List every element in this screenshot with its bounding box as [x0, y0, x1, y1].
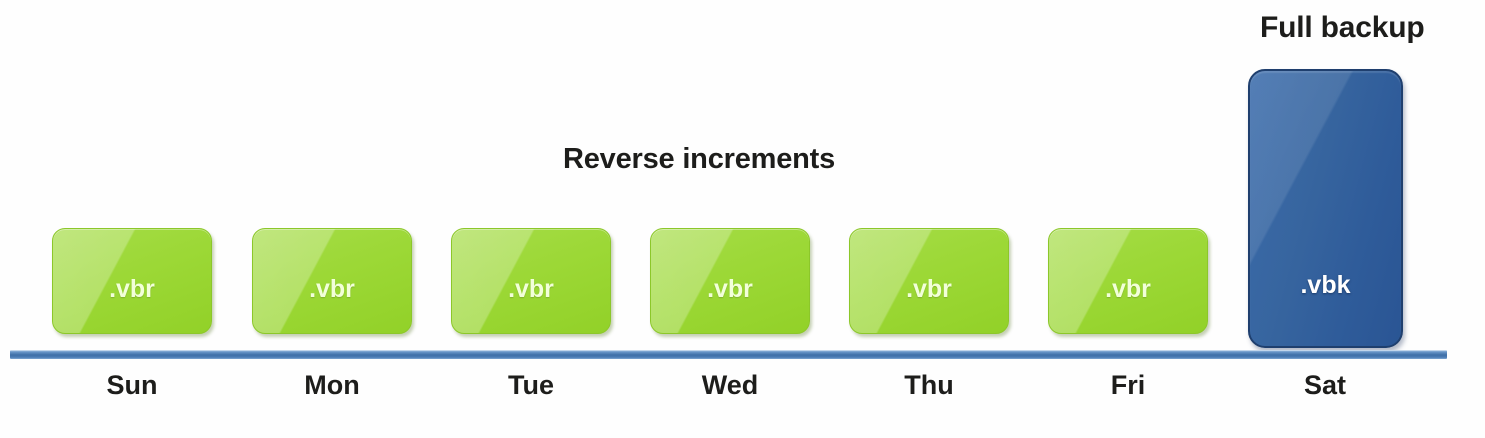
backup-file-extension-label: .vbr	[508, 275, 554, 303]
incremental-backup-block-mon[interactable]: .vbr	[252, 228, 412, 334]
backup-file-extension-label: .vbr	[906, 275, 952, 303]
full-backup-caption: Full backup	[1260, 11, 1425, 44]
reverse-increments-caption: Reverse increments	[563, 143, 836, 175]
day-label-wed: Wed	[701, 370, 759, 400]
day-label-mon: Mon	[304, 370, 360, 400]
day-label-sun: Sun	[106, 370, 158, 400]
full-backup-block-sat[interactable]: .vbk	[1248, 69, 1403, 348]
day-label-tue: Tue	[508, 370, 554, 400]
incremental-backup-block-wed[interactable]: .vbr	[650, 228, 810, 334]
backup-file-extension-label: .vbr	[309, 275, 355, 303]
timeline-axis	[10, 350, 1447, 359]
day-label-fri: Fri	[1110, 370, 1146, 400]
incremental-backup-block-thu[interactable]: .vbr	[849, 228, 1009, 334]
incremental-backup-block-tue[interactable]: .vbr	[451, 228, 611, 334]
incremental-backup-block-sun[interactable]: .vbr	[52, 228, 212, 334]
backup-file-extension-label: .vbk	[1300, 271, 1351, 299]
backup-file-extension-label: .vbr	[1105, 275, 1151, 303]
day-label-thu: Thu	[904, 370, 954, 400]
incremental-backup-block-fri[interactable]: .vbr	[1048, 228, 1208, 334]
day-label-sat: Sat	[1303, 370, 1347, 400]
backup-file-extension-label: .vbr	[707, 275, 753, 303]
backup-file-extension-label: .vbr	[109, 275, 155, 303]
